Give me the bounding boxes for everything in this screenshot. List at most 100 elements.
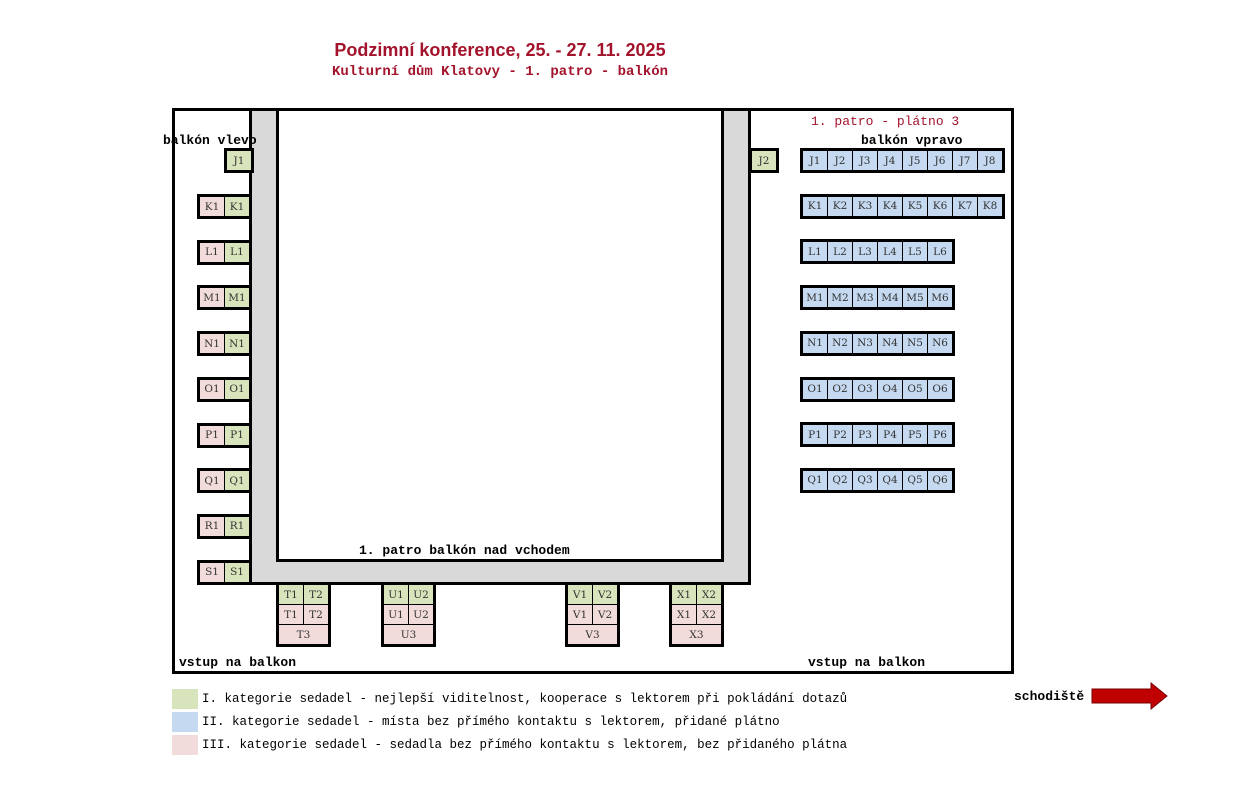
page-subtitle: Kulturní dům Klatovy - 1. patro - balkón — [331, 64, 669, 80]
seat[interactable]: L4 — [878, 242, 902, 262]
seat[interactable]: K2 — [828, 196, 852, 216]
seat[interactable]: Q2 — [828, 470, 852, 490]
seat[interactable]: L3 — [853, 242, 877, 262]
seat[interactable]: X3 — [672, 625, 721, 644]
seat[interactable]: J8 — [978, 151, 1002, 170]
seat[interactable]: N2 — [828, 333, 852, 353]
seat[interactable]: P1 — [225, 425, 249, 445]
seat[interactable]: U1 — [384, 585, 408, 604]
seat[interactable]: Q4 — [878, 470, 902, 490]
seat[interactable]: U2 — [409, 585, 433, 604]
seat[interactable]: Q1 — [803, 470, 827, 490]
seat[interactable]: P1 — [803, 425, 827, 445]
seat[interactable]: K1 — [803, 196, 827, 216]
seat[interactable]: V2 — [593, 585, 617, 604]
seat[interactable]: V2 — [593, 605, 617, 624]
seat[interactable]: J1 — [803, 151, 827, 170]
seat[interactable]: P1 — [200, 425, 224, 445]
seat[interactable]: P6 — [928, 425, 952, 445]
seat[interactable]: J1 — [227, 151, 251, 170]
seat[interactable]: P2 — [828, 425, 852, 445]
seat[interactable]: V1 — [568, 605, 592, 624]
seat[interactable]: K7 — [953, 196, 977, 216]
seat[interactable]: O1 — [803, 379, 827, 399]
seat[interactable]: P4 — [878, 425, 902, 445]
seat[interactable]: X2 — [697, 585, 721, 604]
seat[interactable]: T1 — [279, 605, 303, 624]
seat[interactable]: Q3 — [853, 470, 877, 490]
seat[interactable]: K4 — [878, 196, 902, 216]
seat[interactable]: V3 — [568, 625, 617, 644]
seat[interactable]: O1 — [200, 379, 224, 399]
seat[interactable]: N1 — [200, 334, 224, 354]
seat[interactable]: T3 — [279, 625, 328, 644]
seat[interactable]: K5 — [903, 196, 927, 216]
seat[interactable]: L1 — [200, 242, 224, 262]
seat[interactable]: O2 — [828, 379, 852, 399]
seat[interactable]: L6 — [928, 242, 952, 262]
seat[interactable]: O3 — [853, 379, 877, 399]
seat[interactable]: L1 — [225, 242, 249, 262]
seat[interactable]: K1 — [200, 197, 224, 216]
seat[interactable]: L5 — [903, 242, 927, 262]
seat[interactable]: J2 — [828, 151, 852, 170]
seat[interactable]: J4 — [878, 151, 902, 170]
seat[interactable]: U3 — [384, 625, 433, 644]
seat[interactable]: U1 — [384, 605, 408, 624]
seat[interactable]: Q5 — [903, 470, 927, 490]
seat[interactable]: M1 — [225, 288, 249, 308]
seat[interactable]: O5 — [903, 379, 927, 399]
legend-swatch — [172, 711, 198, 732]
seat[interactable]: K3 — [853, 196, 877, 216]
seat[interactable]: Q1 — [200, 471, 224, 491]
seat[interactable]: X1 — [672, 605, 696, 624]
seat[interactable]: K6 — [928, 196, 952, 216]
seat[interactable]: U2 — [409, 605, 433, 624]
seat[interactable]: M2 — [828, 288, 852, 308]
stairs-label: schodiště — [1014, 689, 1085, 704]
seat[interactable]: K1 — [225, 197, 249, 216]
seat[interactable]: R1 — [200, 516, 224, 536]
seat[interactable]: M6 — [928, 288, 952, 308]
seat[interactable]: N5 — [903, 333, 927, 353]
seat[interactable]: R1 — [225, 516, 249, 536]
seat[interactable]: M3 — [853, 288, 877, 308]
seat[interactable]: J2 — [752, 151, 776, 170]
seat[interactable]: K8 — [978, 196, 1002, 216]
seat[interactable]: Q6 — [928, 470, 952, 490]
seat[interactable]: P3 — [853, 425, 877, 445]
seat[interactable]: O6 — [928, 379, 952, 399]
seat[interactable]: L2 — [828, 242, 852, 262]
seat[interactable]: T1 — [279, 585, 303, 604]
seat[interactable]: N6 — [928, 333, 952, 353]
seat[interactable]: S1 — [225, 562, 249, 582]
seat[interactable]: M4 — [878, 288, 902, 308]
seat[interactable]: J6 — [928, 151, 952, 170]
seat[interactable]: Q1 — [225, 471, 249, 491]
seat[interactable]: O1 — [225, 379, 249, 399]
seat[interactable]: N1 — [803, 333, 827, 353]
seat[interactable]: J3 — [853, 151, 877, 170]
seat[interactable]: O4 — [878, 379, 902, 399]
seat[interactable]: M1 — [200, 288, 224, 308]
seat[interactable]: J7 — [953, 151, 977, 170]
seat[interactable]: T2 — [304, 605, 328, 624]
seat[interactable]: M1 — [803, 288, 827, 308]
seat[interactable]: L1 — [803, 242, 827, 262]
seat[interactable]: N4 — [878, 333, 902, 353]
seat[interactable]: V1 — [568, 585, 592, 604]
seat[interactable]: N1 — [225, 334, 249, 354]
seat[interactable]: X2 — [697, 605, 721, 624]
seat[interactable]: X1 — [672, 585, 696, 604]
seat[interactable]: T2 — [304, 585, 328, 604]
seat[interactable]: M5 — [903, 288, 927, 308]
seat[interactable]: N3 — [853, 333, 877, 353]
legend-swatch — [172, 688, 198, 709]
seat[interactable]: P5 — [903, 425, 927, 445]
seat[interactable]: S1 — [200, 562, 224, 582]
seat[interactable]: J5 — [903, 151, 927, 170]
